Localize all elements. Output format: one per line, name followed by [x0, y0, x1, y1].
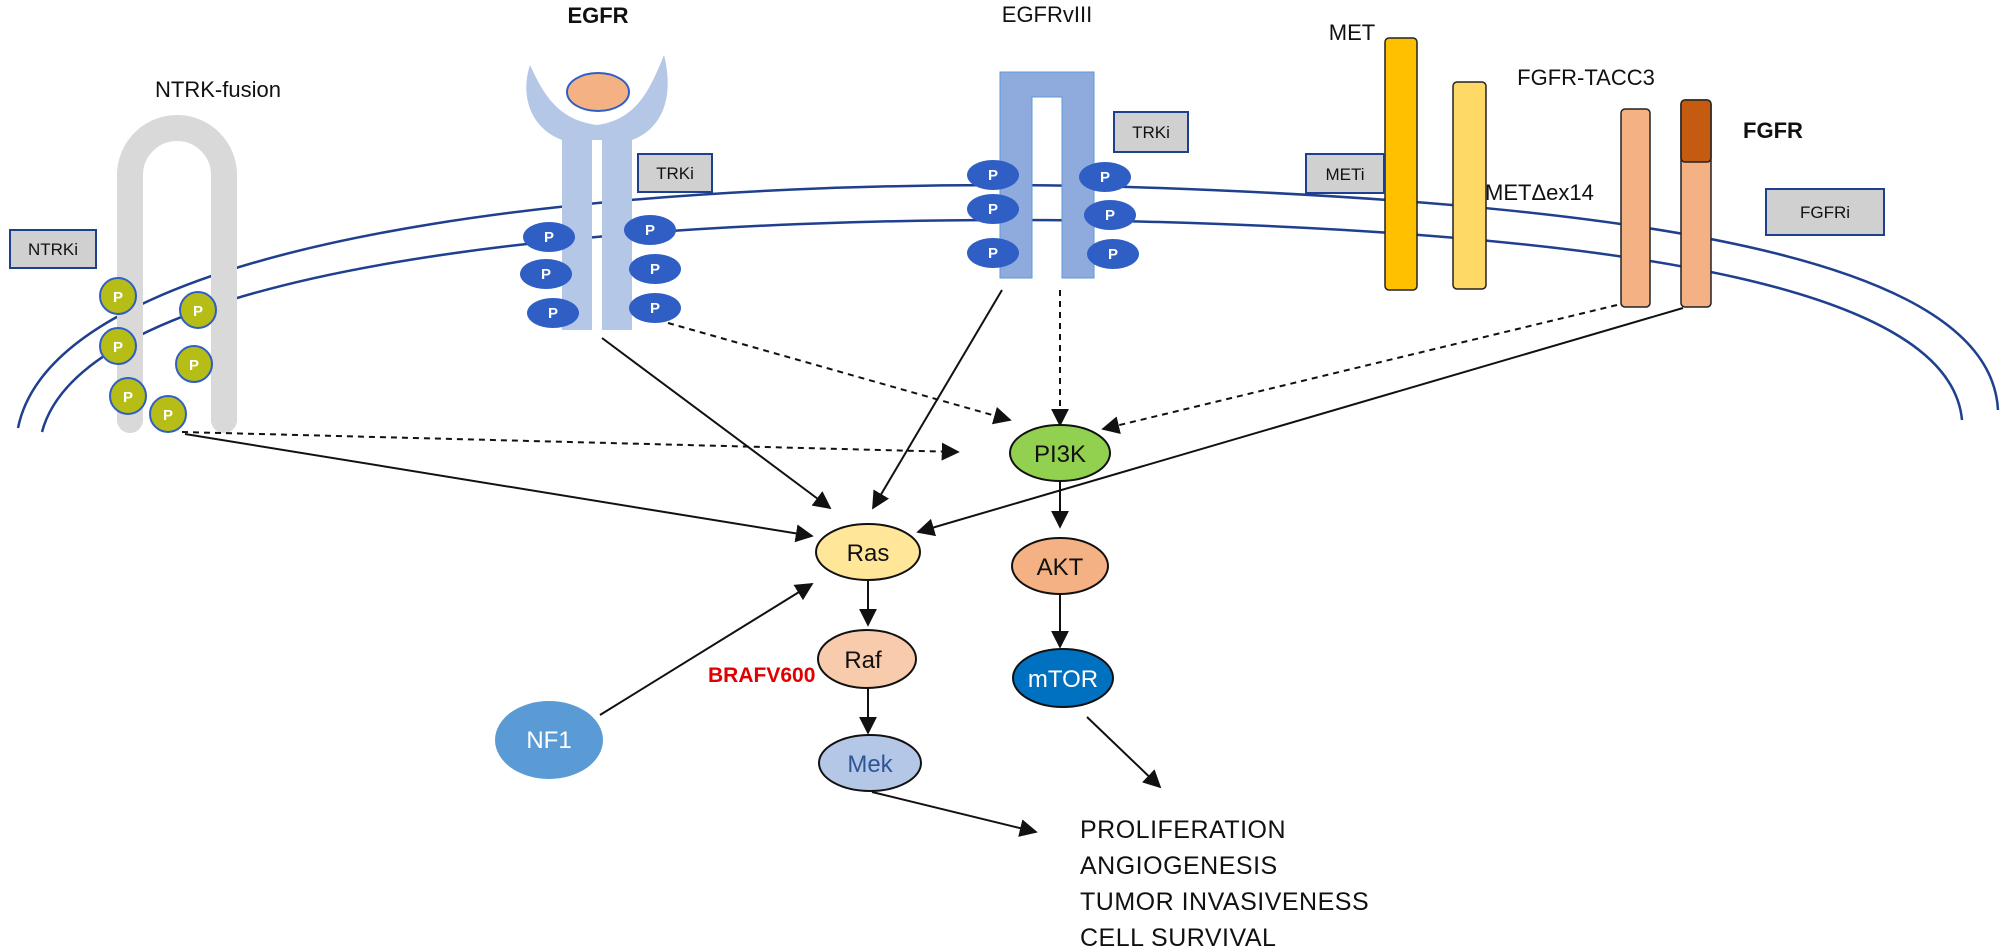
egfr-label: EGFR — [567, 3, 628, 28]
phospho-label: P — [645, 222, 655, 239]
arrow-mtor-to-outcomes — [1086, 716, 1162, 789]
phospho-label: P — [548, 305, 558, 322]
phospho-label: P — [1105, 207, 1115, 224]
metdex14-label: METΔex14 — [1485, 180, 1594, 205]
egfrviii-label: EGFRvIII — [1002, 2, 1092, 27]
meti-label: METi — [1325, 165, 1364, 184]
phospho-label: P — [113, 289, 123, 306]
phospho-site — [1087, 239, 1139, 269]
trki-label-2: TRKi — [1132, 123, 1170, 142]
egfrviii-receptor — [999, 71, 1095, 279]
arrow-fgfr-to-ras — [916, 307, 1684, 537]
phospho-site — [523, 222, 575, 252]
raf-label: Raf — [844, 647, 882, 674]
ntrk-fusion-receptor — [117, 115, 237, 433]
phospho-label: P — [1108, 246, 1118, 263]
trki-inhibitor-box-1: TRKi — [637, 153, 713, 193]
raf-node: Raf — [817, 629, 917, 689]
fgfr-tacc3-label: FGFR-TACC3 — [1517, 65, 1655, 90]
metdex14-receptor — [1452, 81, 1487, 290]
phospho-site — [109, 377, 147, 415]
phospho-label: P — [123, 389, 133, 406]
ras-node: Ras — [815, 523, 921, 581]
phospho-label: P — [193, 303, 203, 320]
phospho-label: P — [1100, 169, 1110, 186]
pi3k-label: PI3K — [1034, 441, 1086, 468]
outcome-angiogenesis: ANGIOGENESIS — [1080, 852, 1278, 880]
phospho-site — [520, 259, 572, 289]
ntrki-label: NTRKi — [28, 240, 78, 259]
met-receptor — [1384, 37, 1418, 291]
phospho-label: P — [988, 167, 998, 184]
akt-label: AKT — [1037, 554, 1084, 581]
phospho-label: P — [988, 201, 998, 218]
phospho-site — [527, 298, 579, 328]
fgfr-label: FGFR — [1743, 118, 1803, 143]
egfr-ligand — [566, 72, 630, 112]
phospho-site — [99, 277, 137, 315]
phospho-site — [1079, 162, 1131, 192]
phospho-site — [179, 291, 217, 329]
akt-node: AKT — [1011, 537, 1109, 595]
mek-node: Mek — [818, 734, 922, 792]
nf1-label: NF1 — [526, 727, 571, 754]
pi3k-node: PI3K — [1009, 424, 1111, 482]
outcome-tumor-invasiveness: TUMOR INVASIVENESS — [1080, 888, 1369, 916]
phospho-label: P — [541, 266, 551, 283]
phospho-label: P — [988, 245, 998, 262]
fgfr-tacc3-receptor — [1620, 108, 1651, 308]
phospho-label: P — [544, 229, 554, 246]
trki-inhibitor-box-2: TRKi — [1113, 111, 1189, 153]
phospho-site — [967, 160, 1019, 190]
phospho-site — [967, 238, 1019, 268]
ntrk-phospho-sites: P P P P P P — [99, 277, 217, 433]
met-label: MET — [1329, 20, 1375, 45]
arrow-mek-to-outcomes — [871, 791, 1038, 837]
phospho-site — [1084, 200, 1136, 230]
outcome-cell-survival: CELL SURVIVAL — [1080, 924, 1276, 952]
ntrki-inhibitor-box: NTRKi — [9, 229, 97, 269]
mtor-label: mTOR — [1028, 666, 1098, 693]
phospho-label: P — [650, 261, 660, 278]
fgfri-label: FGFRi — [1800, 203, 1850, 222]
ras-label: Ras — [847, 540, 890, 567]
arrow-nf1-to-ras — [599, 583, 814, 716]
phospho-site — [629, 254, 681, 284]
arrow-ntrk-to-ras — [184, 433, 814, 543]
phospho-site — [175, 345, 213, 383]
pathway-arrows — [181, 289, 1684, 837]
nf1-node: NF1 — [495, 701, 603, 779]
arrow-egfr-to-ras — [601, 337, 832, 510]
phospho-label: P — [113, 339, 123, 356]
mek-label: Mek — [847, 751, 893, 778]
phospho-site — [99, 327, 137, 365]
ntrk-fusion-label: NTRK-fusion — [155, 77, 281, 102]
fgfri-inhibitor-box: FGFRi — [1765, 188, 1885, 236]
egfr-phospho-sites: P P P P P P — [520, 215, 681, 328]
phospho-label: P — [189, 357, 199, 374]
arrow-egfr-to-pi3k — [667, 322, 1012, 425]
phospho-label: P — [650, 300, 660, 317]
phospho-site — [629, 293, 681, 323]
outcome-proliferation: PROLIFERATION — [1080, 816, 1286, 844]
fgfr-kinase-domain — [1680, 99, 1712, 163]
cellular-outcomes: PROLIFERATION ANGIOGENESIS TUMOR INVASIV… — [1080, 816, 1369, 952]
phospho-site — [149, 395, 187, 433]
arrow-fgfr-tacc3-to-pi3k — [1101, 304, 1618, 434]
arrow-egfrviii-to-ras — [872, 289, 1003, 510]
brafv600-mutation-label: BRAFV600 — [708, 664, 815, 687]
phospho-label: P — [163, 407, 173, 424]
egfr-receptor — [526, 55, 668, 330]
egfrviii-phospho-sites: P P P P P P — [967, 160, 1139, 269]
trki-label-1: TRKi — [656, 164, 694, 183]
phospho-site — [967, 194, 1019, 224]
mtor-node: mTOR — [1012, 648, 1114, 708]
meti-inhibitor-box: METi — [1305, 153, 1385, 194]
phospho-site — [624, 215, 676, 245]
arrow-ntrk-to-pi3k — [181, 431, 960, 461]
